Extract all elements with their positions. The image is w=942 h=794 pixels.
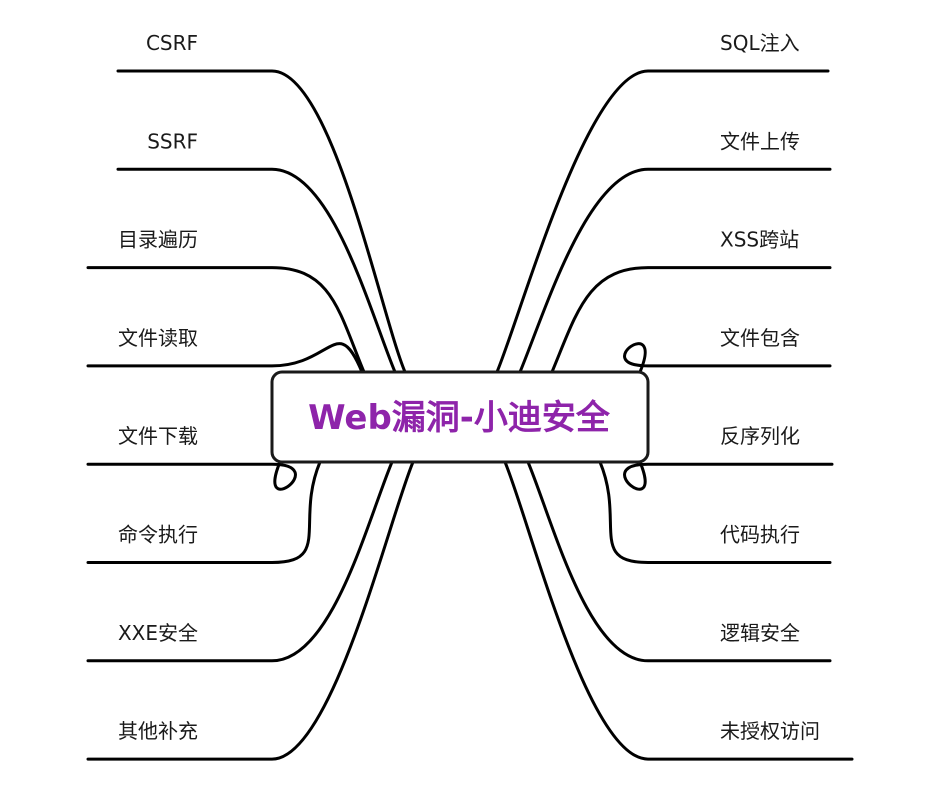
connectors: [86, 69, 854, 761]
left-branch-connector-5: [86, 460, 297, 491]
right-branch-connector-1: [495, 69, 830, 374]
left-branch-label-7[interactable]: XXE安全: [118, 621, 198, 645]
right-branch-label-6[interactable]: 代码执行: [720, 523, 800, 547]
left-branch-label-4[interactable]: 文件读取: [118, 326, 198, 350]
central-topic-title: Web漏洞-小迪安全: [308, 398, 611, 438]
left-branch-connector-4: [86, 342, 364, 374]
left-branch-connector-3: [86, 266, 366, 374]
right-branch-label-4[interactable]: 文件包含: [720, 326, 800, 350]
left-branch-connector-8: [86, 460, 415, 761]
right-branch-connector-5: [623, 460, 834, 491]
right-branch-connector-8: [503, 460, 854, 761]
central-topic-box: [270, 370, 650, 464]
left-branch-connector-2: [116, 167, 397, 374]
right-branch-label-3[interactable]: XSS跨站: [720, 228, 799, 252]
right-branch-label-7[interactable]: 逻辑安全: [720, 621, 800, 645]
left-branch-connector-1: [116, 69, 407, 374]
left-branch-label-2[interactable]: SSRF: [147, 129, 198, 153]
right-branch-label-8[interactable]: 未授权访问: [720, 719, 820, 743]
right-branch-connector-4: [623, 342, 832, 374]
left-branch-label-1[interactable]: CSRF: [146, 31, 198, 55]
right-branch-connector-6: [598, 460, 832, 564]
right-branch-label-5[interactable]: 反序列化: [720, 424, 800, 448]
right-branch-connector-3: [550, 266, 832, 374]
right-branch-label-2[interactable]: 文件上传: [720, 129, 800, 153]
right-branch-connector-7: [526, 460, 832, 663]
left-branch-label-3[interactable]: 目录遍历: [118, 228, 198, 252]
left-branch-label-6[interactable]: 命令执行: [118, 523, 198, 547]
left-branch-connector-7: [86, 460, 394, 663]
right-branch-connector-2: [518, 167, 832, 374]
left-branch-connector-6: [86, 460, 322, 564]
central-topic[interactable]: Web漏洞-小迪安全: [270, 370, 650, 464]
left-branch-label-5[interactable]: 文件下载: [118, 424, 198, 448]
left-branch-label-8[interactable]: 其他补充: [118, 719, 198, 743]
right-branch-label-1[interactable]: SQL注入: [720, 31, 800, 55]
